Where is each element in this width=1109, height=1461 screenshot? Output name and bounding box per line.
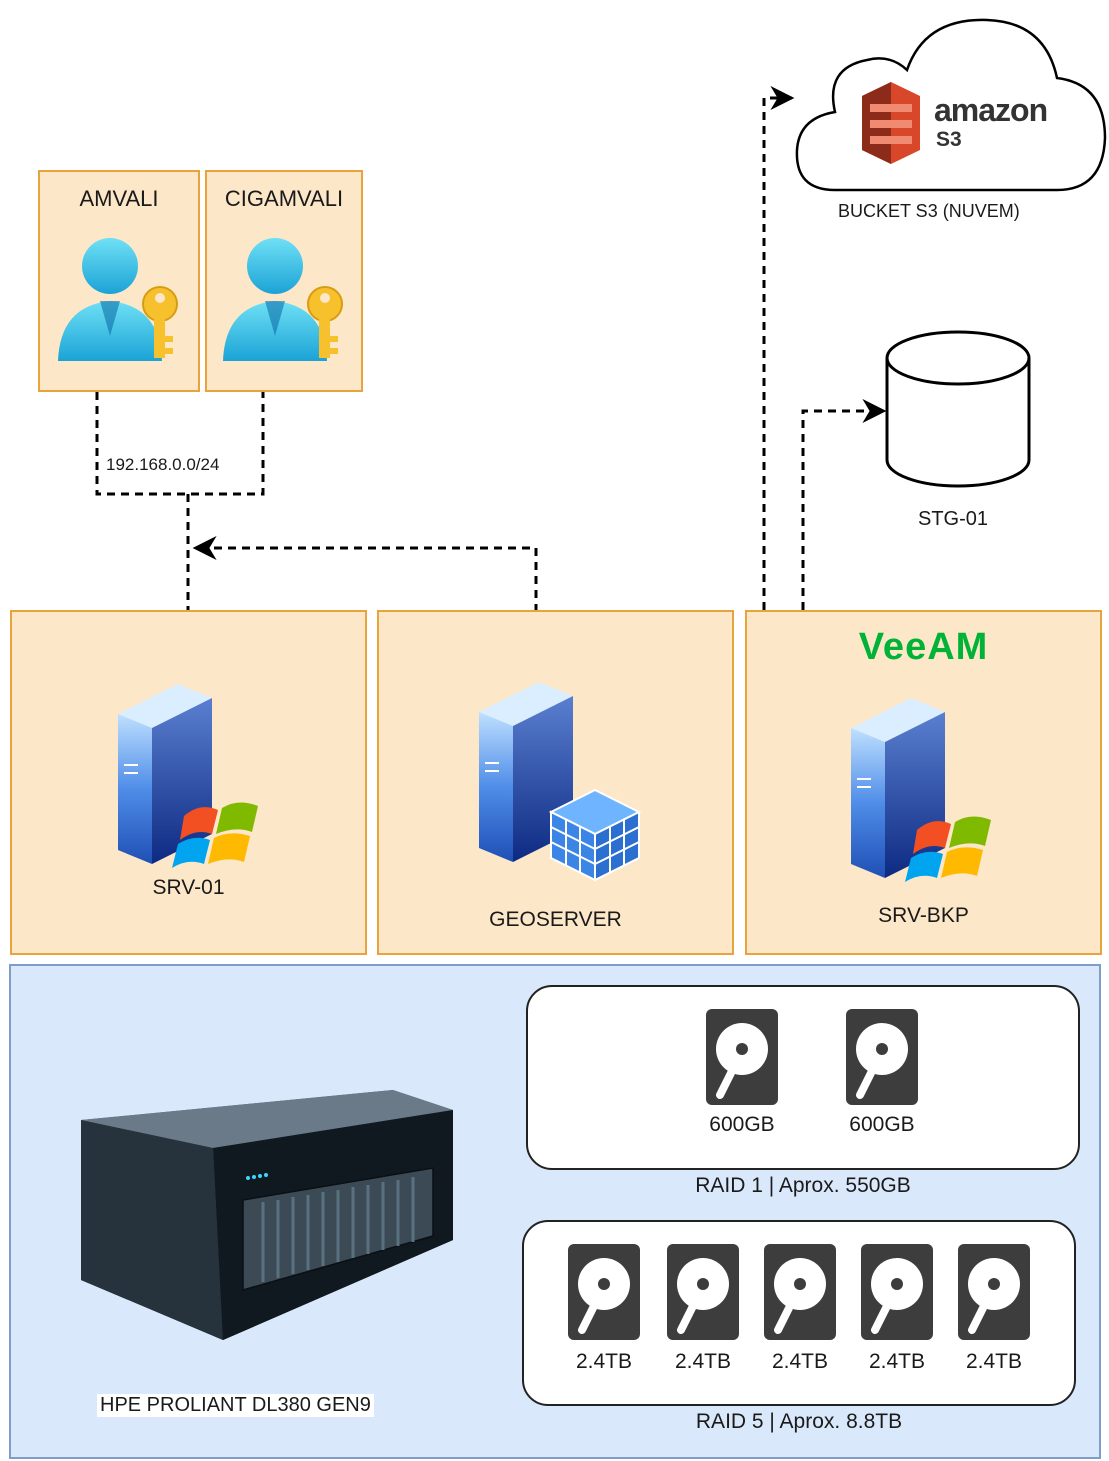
vm-box-geoserver[interactable]: GEOSERVER: [377, 610, 734, 955]
hard-disk-icon[interactable]: [764, 1244, 836, 1340]
user-key-icon: [223, 238, 343, 361]
disk-size: 2.4TB: [575, 1350, 633, 1373]
user-name: AMVALI: [79, 186, 159, 211]
hard-disk-icon[interactable]: [846, 1009, 918, 1105]
user-box-amvali[interactable]: AMVALI: [38, 170, 200, 392]
s3-bucket-icon: [862, 82, 920, 164]
raid1-caption: RAID 1 | Aprox. 550GB: [695, 1174, 911, 1197]
windows-server-icon: [118, 684, 258, 868]
vm-box-srv01[interactable]: SRV-01: [10, 610, 367, 955]
user-box-cigamvali[interactable]: CIGAMVALI: [205, 170, 363, 392]
vm-name: SRV-BKP: [878, 904, 969, 927]
vm-name: GEOSERVER: [489, 908, 622, 931]
rack-server-icon[interactable]: [73, 1090, 463, 1340]
vm-name: SRV-01: [152, 876, 225, 899]
raid1-group: 600GB 600GB: [526, 985, 1080, 1170]
connector-bkp-stg: [801, 399, 887, 610]
connector-amvali: [95, 392, 265, 496]
physical-host-panel: HPE PROLIANT DL380 GEN9 600GB 600GB RAID…: [9, 964, 1101, 1459]
raid5-caption: RAID 5 | Aprox. 8.8TB: [695, 1410, 903, 1433]
cloud-label: BUCKET S3 (NUVEM): [838, 201, 1020, 221]
database-server-icon: [479, 682, 642, 882]
user-key-icon: [58, 238, 178, 361]
disk-size: 600GB: [849, 1113, 915, 1136]
disk-size: 2.4TB: [771, 1350, 829, 1373]
hard-disk-icon[interactable]: [706, 1009, 778, 1105]
host-label: HPE PROLIANT DL380 GEN9: [97, 1394, 374, 1417]
disk-size: 2.4TB: [868, 1350, 926, 1373]
subnet-label: 192.168.0.0/24: [102, 455, 224, 475]
veeam-logo: VeeAM: [858, 626, 989, 668]
hard-disk-icon[interactable]: [568, 1244, 640, 1340]
hard-disk-icon[interactable]: [667, 1244, 739, 1340]
vm-box-srv-bkp[interactable]: VeeAM SRV-BKP: [745, 610, 1102, 955]
connector-bkp-s3: [762, 86, 795, 610]
hard-disk-icon[interactable]: [861, 1244, 933, 1340]
raid5-group: 2.4TB 2.4TB 2.4TB 2.4TB 2.4TB: [522, 1220, 1076, 1406]
disk-size: 2.4TB: [965, 1350, 1023, 1373]
storage-cylinder-icon[interactable]: [885, 330, 1031, 490]
user-name: CIGAMVALI: [224, 186, 344, 211]
aws-service: S3: [936, 128, 962, 151]
disk-size: 600GB: [709, 1113, 775, 1136]
disk-size: 2.4TB: [674, 1350, 732, 1373]
hard-disk-icon[interactable]: [958, 1244, 1030, 1340]
aws-brand: amazon: [934, 92, 1048, 128]
storage-label: STG-01: [918, 508, 989, 530]
windows-server-icon: [851, 698, 991, 882]
